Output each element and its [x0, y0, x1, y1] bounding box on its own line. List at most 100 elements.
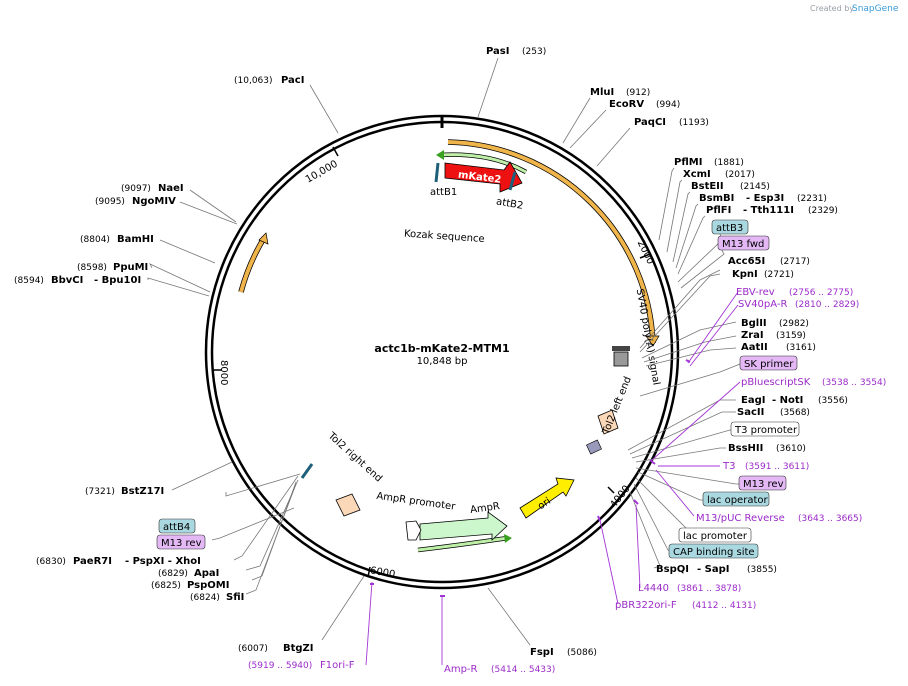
svg-text:(3568): (3568) — [780, 408, 810, 418]
primer-pbr322ori-f: pBR322ori-F — [615, 600, 677, 611]
tol2-right-marker — [300, 463, 314, 479]
svg-text:(6830): (6830) — [36, 557, 66, 567]
svg-text:(912): (912) — [626, 88, 650, 98]
svg-text:- NotI: - NotI — [772, 395, 803, 406]
enzyme-btgzi: BtgZI — [283, 643, 314, 654]
primer-ebv-rev: EBV-rev — [736, 287, 775, 298]
svg-text:- Tth111I: - Tth111I — [743, 205, 794, 216]
enzyme-naei: NaeI — [158, 183, 184, 194]
svg-text:- SapI: - SapI — [697, 564, 729, 575]
enzyme-pasi: PasI — [486, 46, 509, 57]
svg-text:(253): (253) — [522, 47, 546, 57]
primer-f1ori-f: F1ori-F — [320, 660, 355, 671]
sv40-polya-feature[interactable] — [613, 351, 629, 367]
primer-leaders — [365, 291, 741, 666]
box-attb4: attB4 — [163, 522, 190, 533]
enzyme-paqci: PaqCI — [634, 117, 666, 128]
enzyme-pflmi: PflMI — [674, 157, 702, 168]
enzyme-mlui: MluI — [590, 87, 614, 98]
tick-4000 — [607, 486, 615, 494]
plasmid-name: actc1b-mKate2-MTM1 — [374, 342, 509, 355]
enzyme-bsteii: BstEII — [691, 181, 724, 192]
svg-text:(6825): (6825) — [151, 581, 181, 591]
enzyme-aatii: AatII — [741, 342, 768, 353]
tick-label-6000: 6000 — [369, 565, 396, 580]
svg-text:(2717): (2717) — [780, 257, 810, 267]
svg-text:(4112 .. 4131): (4112 .. 4131) — [692, 601, 756, 611]
box-t3-promoter: T3 promoter — [734, 425, 798, 436]
enzyme-ppumi: PpuMI — [113, 262, 148, 273]
attb1-marker — [434, 162, 440, 183]
svg-text:(9095): (9095) — [95, 197, 125, 207]
box-m13rev-right: M13 rev — [743, 479, 784, 490]
svg-text:(8804): (8804) — [80, 235, 110, 245]
enzyme-bstz17i: BstZ17I — [121, 486, 164, 497]
svg-text:(6824): (6824) — [190, 593, 220, 603]
box-cap-site: CAP binding site — [673, 547, 755, 558]
svg-text:(7321): (7321) — [85, 487, 115, 497]
enzyme-paer7i: PaeR7I — [73, 556, 112, 567]
mkate2-label: mKate2 — [457, 170, 501, 186]
green-arc-bottom — [417, 536, 509, 552]
svg-text:(5919 .. 5940): (5919 .. 5940) — [248, 661, 312, 671]
enzyme-sacii: SacII — [737, 407, 764, 418]
enzyme-bsmbi: BsmBI — [699, 193, 734, 204]
primer-amp-r: Amp-R — [444, 664, 478, 675]
svg-text:(3855): (3855) — [747, 565, 777, 575]
green-arc-top — [439, 153, 527, 174]
tol2-right-feature[interactable] — [335, 493, 361, 517]
enzyme-pspomi: PspOMI — [187, 580, 229, 591]
enzyme-ecorv: EcoRV — [609, 99, 644, 110]
enzyme-eagi: EagI — [741, 395, 765, 406]
box-lac-promoter: lac promoter — [683, 531, 748, 542]
ori-feature[interactable] — [519, 477, 575, 519]
svg-text:(3556): (3556) — [818, 396, 848, 406]
svg-text:(2721): (2721) — [764, 270, 794, 280]
box-m13rev-left: M13 rev — [161, 538, 202, 549]
svg-text:(2231): (2231) — [797, 194, 827, 204]
svg-text:(6007): (6007) — [238, 644, 268, 654]
svg-text:(8594): (8594) — [14, 276, 44, 286]
ampr-label: AmpR — [469, 501, 500, 516]
green-arc-top-head — [436, 150, 444, 160]
svg-text:(5086): (5086) — [567, 648, 597, 658]
enzyme-leaders — [147, 57, 741, 646]
svg-text:(994): (994) — [656, 100, 680, 110]
primer-pbluescriptsk: pBluescriptSK — [741, 377, 811, 388]
svg-text:(8598): (8598) — [77, 263, 107, 273]
primer-m13puc-rev: M13/pUC Reverse — [696, 513, 785, 524]
kozak-label: Kozak sequence — [404, 229, 485, 246]
enzyme-ngomiv: NgoMIV — [132, 196, 176, 207]
svg-text:(3643 .. 3665): (3643 .. 3665) — [798, 514, 862, 524]
primer-labels: EBV-rev (2756 .. 2775) SV40pA-R (2810 ..… — [248, 287, 886, 675]
svg-text:- Bpu10I: - Bpu10I — [94, 275, 141, 286]
tick-10000 — [332, 146, 339, 157]
svg-text:(2756 .. 2775): (2756 .. 2775) — [789, 288, 853, 298]
enzyme-kpni: KpnI — [732, 269, 758, 280]
plasmid-size: 10,848 bp — [417, 356, 468, 367]
primer-l4440: L4440 — [638, 583, 669, 594]
svg-text:- Esp3I: - Esp3I — [746, 193, 784, 204]
svg-text:(2329): (2329) — [808, 206, 838, 216]
tol2-left-marker — [586, 439, 602, 455]
attb2-marker — [508, 171, 517, 191]
ampr-promoter-feature[interactable] — [405, 520, 422, 541]
svg-text:(1881): (1881) — [714, 158, 744, 168]
svg-text:(3538 .. 3554): (3538 .. 3554) — [822, 378, 886, 388]
ampr-promoter-label: AmpR promoter — [376, 491, 457, 513]
box-sk-primer: SK primer — [744, 359, 794, 370]
enzyme-bspqi: BspQI — [656, 564, 689, 575]
snapgene-logo: SnapGene — [852, 4, 899, 14]
enzyme-acc65i: Acc65I — [728, 256, 765, 267]
tol2-left-feature[interactable] — [597, 409, 619, 435]
svg-text:(3610): (3610) — [776, 444, 806, 454]
ampr-feature[interactable] — [419, 511, 508, 541]
enzyme-paci: PacI — [281, 75, 304, 86]
enzyme-labels: PasI (253) (10,063) PacI MluI (912) EcoR… — [14, 46, 848, 658]
enzyme-apai: ApaI — [194, 568, 219, 579]
enzyme-fspi: FspI — [530, 647, 554, 658]
attb1-label: attB1 — [430, 187, 457, 198]
primer-sv40pa-r: SV40pA-R — [738, 299, 787, 310]
enzyme-bsshii: BssHII — [728, 443, 763, 454]
